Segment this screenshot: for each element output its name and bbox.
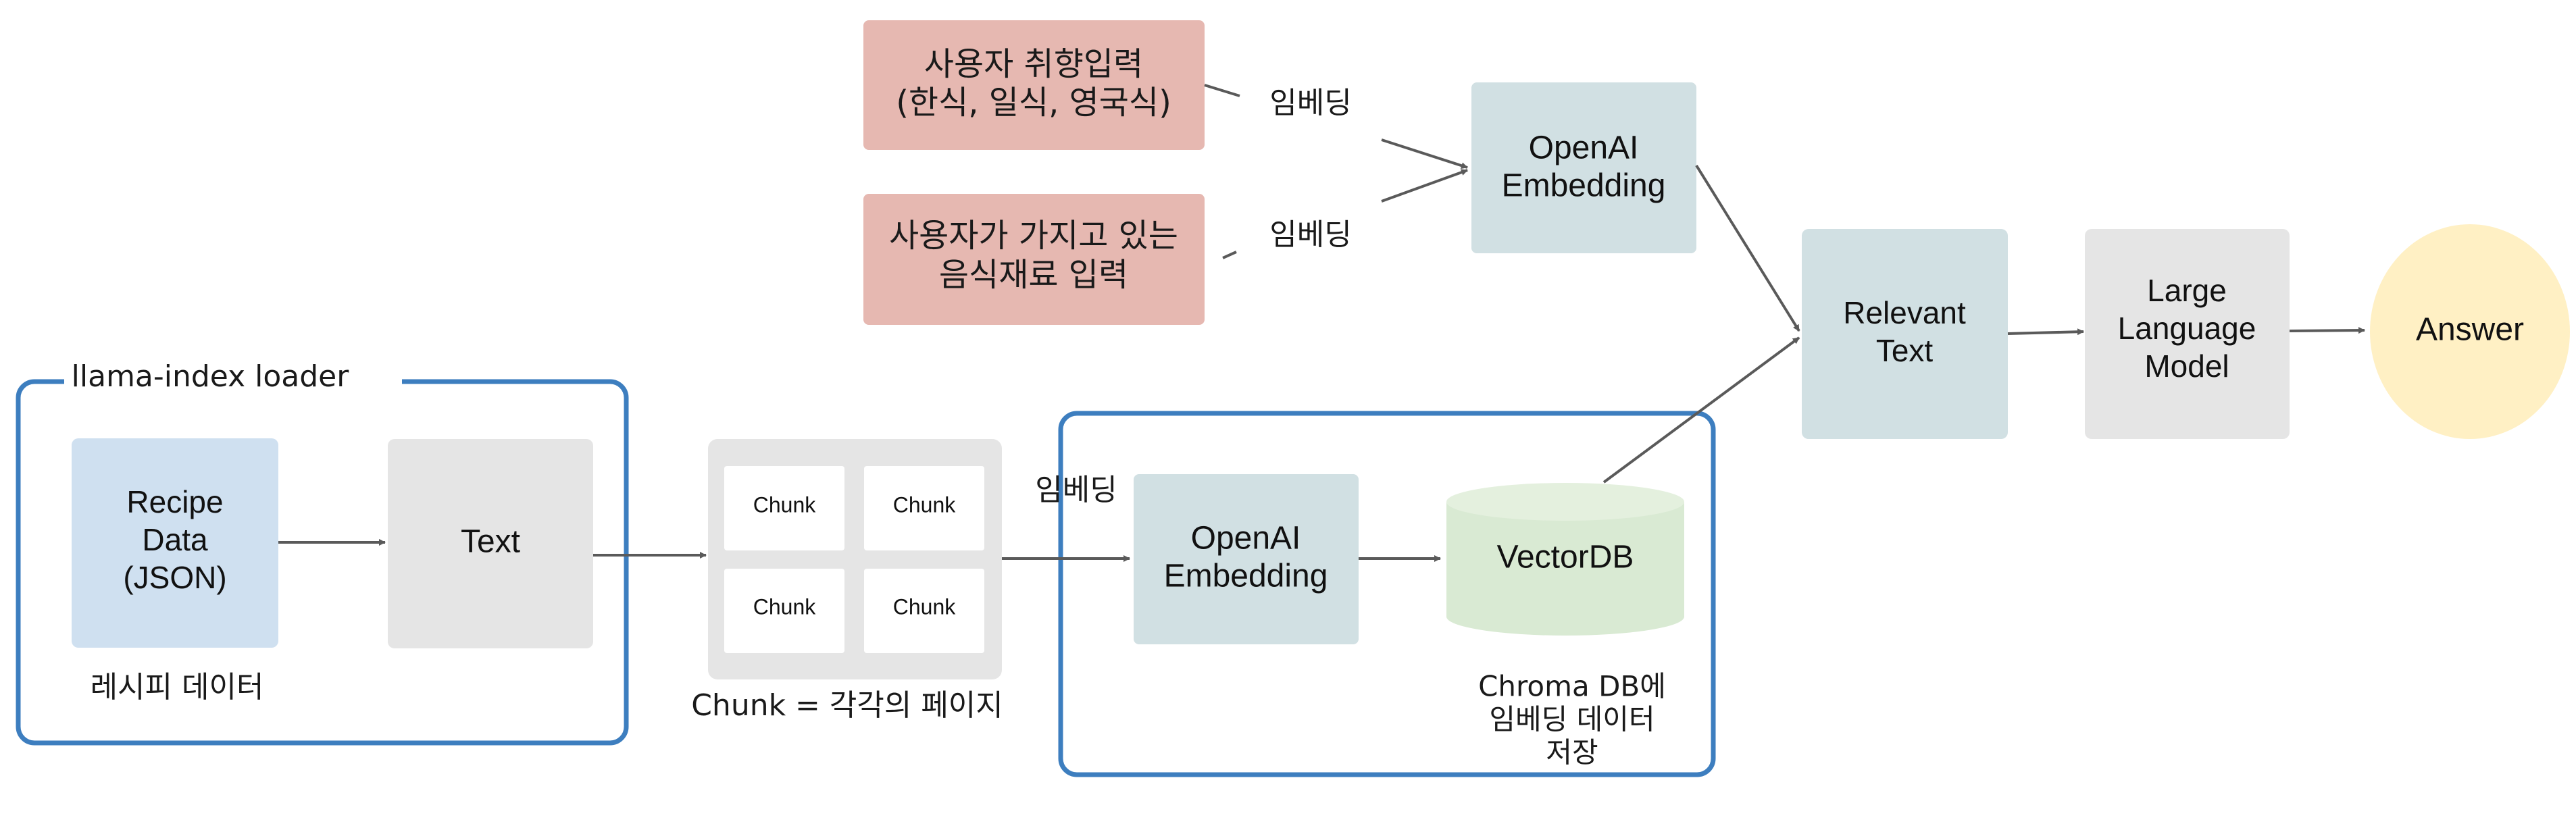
vectordb-cylinder xyxy=(1446,483,1684,636)
chunk-card xyxy=(864,466,984,550)
taste-connector xyxy=(1204,84,1240,97)
arrow-vectordb-to-relevant xyxy=(1602,336,1800,484)
relevant-text-line2: Text xyxy=(1876,333,1934,368)
taste-input-line2: (한식, 일식, 영국식) xyxy=(896,84,1171,122)
answer-label: Answer xyxy=(2416,312,2524,348)
vectordb-label: VectorDB xyxy=(1497,540,1634,575)
arrow-ingredients-to-embedding xyxy=(1381,169,1468,203)
openai-embedding-bottom-line2: Embedding xyxy=(1164,559,1328,594)
taste-input-box xyxy=(863,20,1205,150)
llm-line2: Language xyxy=(2118,311,2256,346)
recipe-data-line2: Data xyxy=(142,522,208,557)
chunk-label: Chunk xyxy=(753,594,817,619)
chunk-label: Chunk xyxy=(753,492,817,517)
embed-label-ingredients: 임베딩 xyxy=(1269,217,1351,252)
chroma-caption-line2: 임베딩 데이터 xyxy=(1489,703,1655,736)
arrow-taste-to-embedding xyxy=(1381,138,1468,169)
recipe-caption: 레시피 데이터 xyxy=(91,670,264,704)
arrow-llm-to-answer xyxy=(2289,327,2365,334)
openai-embedding-top-line2: Embedding xyxy=(1502,168,1666,204)
loader-group-title: llama-index loader xyxy=(72,359,350,394)
embed-label-taste: 임베딩 xyxy=(1269,86,1351,120)
loader-title-mask xyxy=(64,365,402,398)
chroma-caption-line1: Chroma DB에 xyxy=(1478,670,1666,703)
openai-embedding-top xyxy=(1471,82,1696,253)
chunk-card xyxy=(724,569,844,653)
ingredients-input-box xyxy=(863,194,1205,325)
text-box-label: Text xyxy=(461,524,520,560)
relevant-text-line1: Relevant xyxy=(1843,295,1966,330)
openai-embedding-top-line1: OpenAI xyxy=(1529,130,1639,166)
openai-embedding-bottom-line1: OpenAI xyxy=(1191,521,1301,557)
recipe-data-line3: (JSON) xyxy=(123,560,226,595)
chunks-grid: Chunk Chunk Chunk Chunk xyxy=(724,466,984,653)
text-box xyxy=(388,439,593,648)
chroma-caption-line3: 저장 xyxy=(1546,736,1598,769)
arrow-relevant-to-llm xyxy=(2007,328,2084,336)
ingredients-connector xyxy=(1222,251,1237,259)
chunk-label: Chunk xyxy=(893,492,957,517)
recipe-data-line1: Recipe xyxy=(126,484,223,519)
answer-ellipse xyxy=(2370,224,2570,439)
chunk-caption: Chunk = 각각의 페이지 xyxy=(691,688,1003,723)
chunk-card xyxy=(864,569,984,653)
relevant-text-box xyxy=(1802,229,2008,439)
arrow-embedding-to-relevant xyxy=(1695,164,1800,332)
embedding-group-frame xyxy=(1058,411,1716,777)
chunk-card xyxy=(724,466,844,550)
taste-input-line1: 사용자 취향입력 xyxy=(924,45,1143,83)
ingredients-input-line1: 사용자가 가지고 있는 xyxy=(889,217,1178,255)
llm-line1: Large xyxy=(2147,273,2227,308)
embed-label-store: 임베딩 xyxy=(1035,473,1117,507)
chunk-label: Chunk xyxy=(893,594,957,619)
llm-box xyxy=(2085,229,2290,439)
llm-line3: Model xyxy=(2144,349,2229,384)
openai-embedding-bottom xyxy=(1134,474,1359,644)
ingredients-input-line2: 음식재료 입력 xyxy=(939,256,1128,294)
recipe-data-box xyxy=(72,438,278,648)
